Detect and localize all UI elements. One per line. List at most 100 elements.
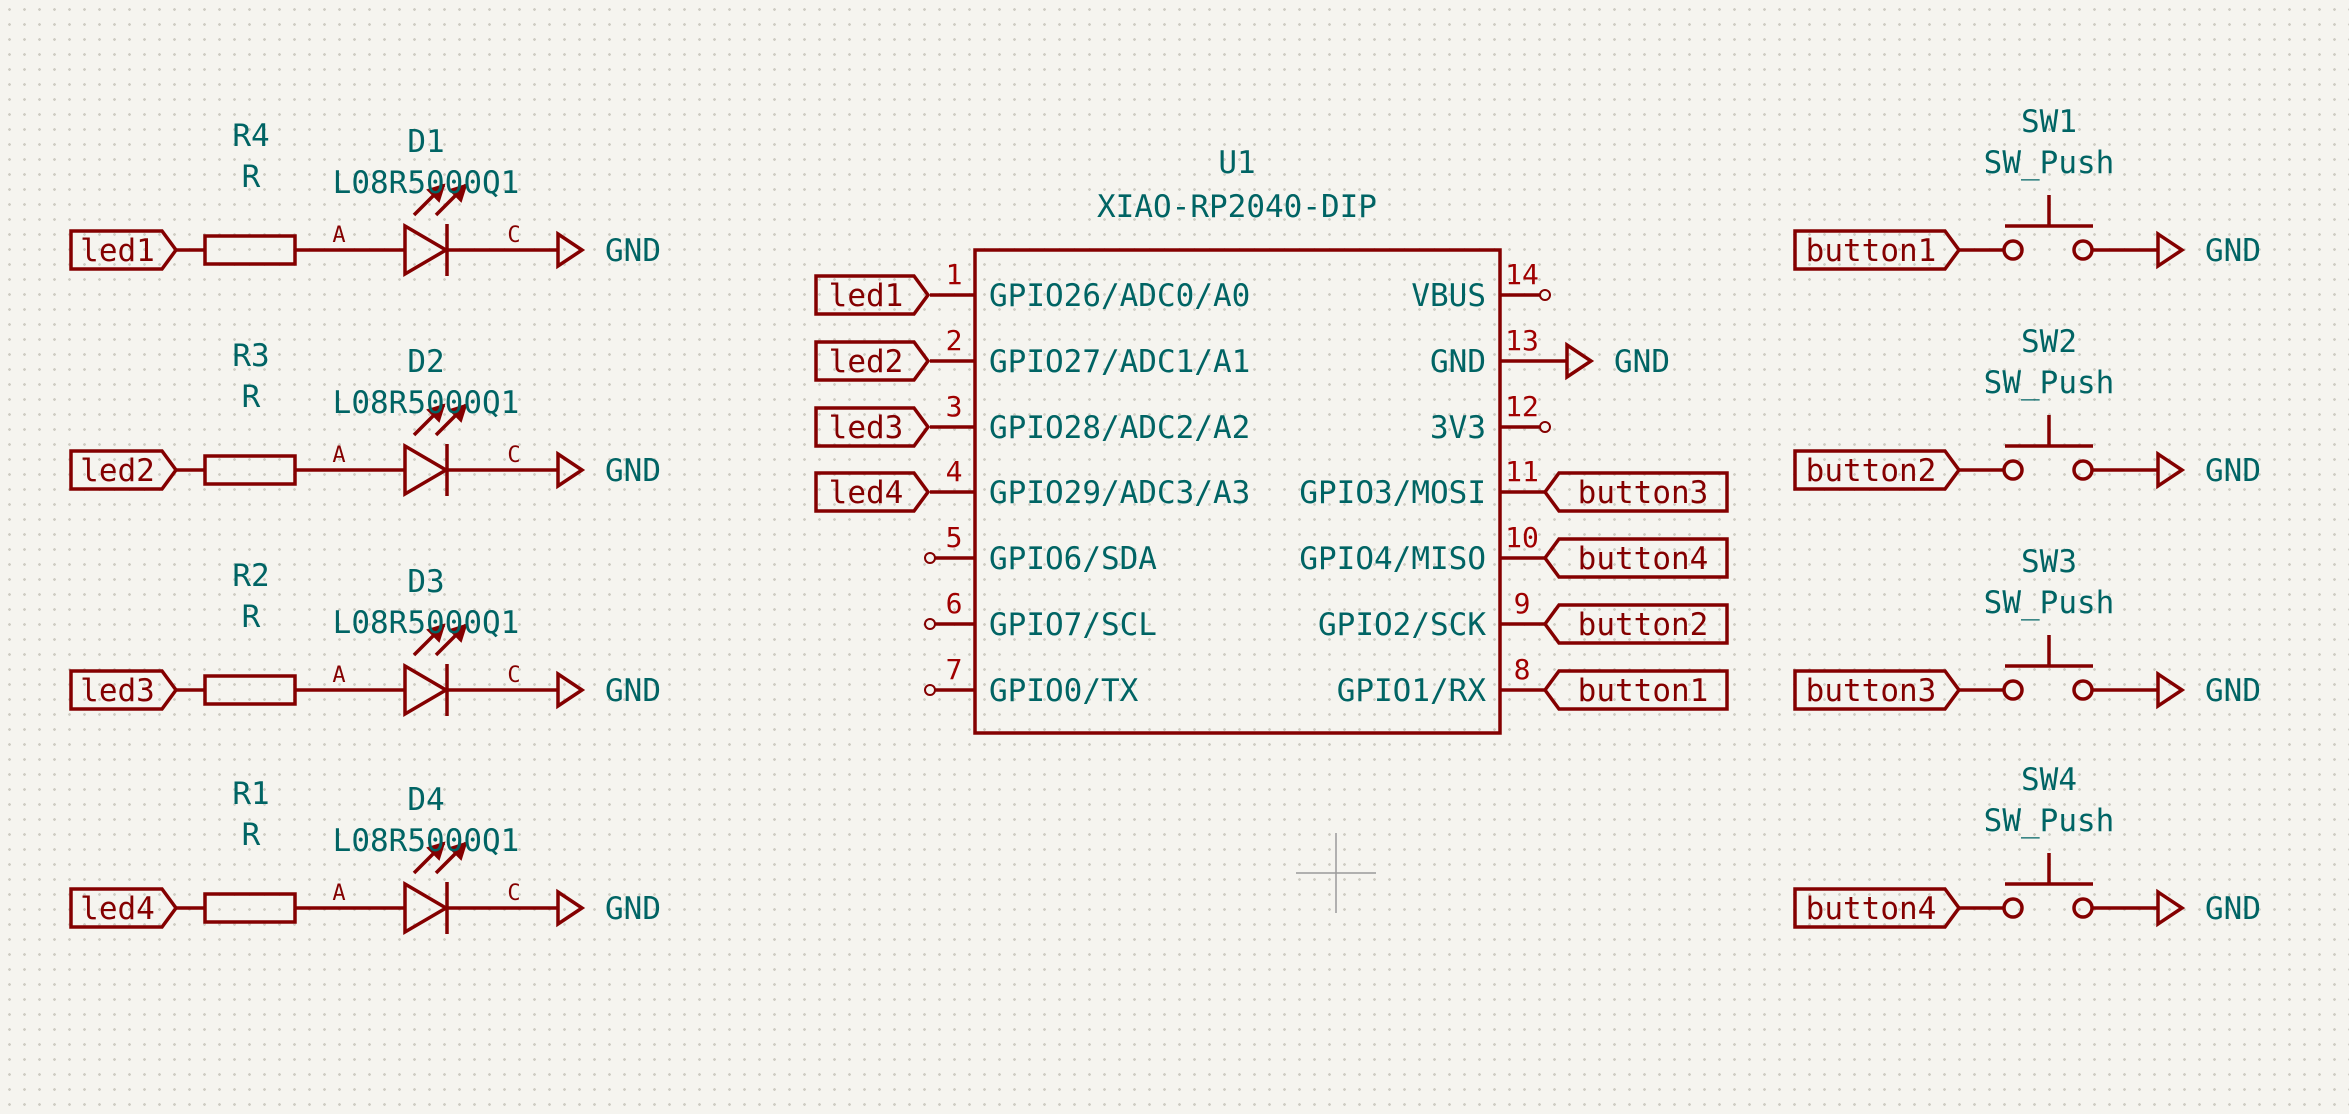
mcu-u1[interactable]: U1XIAO-RP2040-DIP1GPIO26/ADC0/A0led12GPI… <box>814 145 1729 735</box>
mcu-net-label[interactable]: button4 <box>1542 537 1729 579</box>
gnd-triangle <box>556 450 586 490</box>
unconnected-pin <box>1539 289 1551 301</box>
switch-value: SW_Push <box>1984 145 2115 181</box>
switch-contact-left <box>2002 679 2024 701</box>
power-net-name: GND <box>2205 453 2261 489</box>
net-label-text: led4 <box>80 891 155 927</box>
net-label-text: led1 <box>80 233 155 269</box>
light-ray-head <box>426 183 446 203</box>
gnd-power-symbol[interactable]: GND <box>556 450 661 490</box>
diode-value: L08R5000Q1 <box>333 385 520 421</box>
gnd-power-symbol[interactable]: GND <box>2156 230 2261 270</box>
mcu-net-label[interactable]: button1 <box>1542 669 1729 711</box>
led-net-label[interactable]: led1 <box>69 229 179 271</box>
mcu-net-label[interactable]: button2 <box>1542 603 1729 645</box>
resistor-value: R <box>242 599 261 635</box>
gnd-power-symbol[interactable]: GND <box>2156 888 2261 928</box>
gnd-power-symbol[interactable]: GND <box>2156 450 2261 490</box>
mcu-net-label[interactable]: led4 <box>814 471 931 513</box>
diode-triangle <box>403 442 450 498</box>
global-label-outline <box>1793 449 1962 491</box>
pin-number: 2 <box>946 324 963 357</box>
light-ray-head <box>426 403 446 423</box>
mcu-net-label[interactable]: led2 <box>814 340 931 382</box>
gnd-triangle <box>2156 230 2186 270</box>
light-ray-head <box>426 841 446 861</box>
resistor-r4[interactable]: R4R <box>203 118 297 266</box>
switch-net-label[interactable]: button3 <box>1793 669 1962 711</box>
global-label-outline <box>1793 669 1962 711</box>
cathode-pin-label: C <box>507 443 520 468</box>
resistor-reference: R1 <box>232 776 269 812</box>
switch-net-label[interactable]: button1 <box>1793 229 1962 271</box>
pin-number: 9 <box>1514 587 1531 620</box>
pin-name: GPIO27/ADC1/A1 <box>989 344 1250 380</box>
led-net-label[interactable]: led3 <box>69 669 179 711</box>
pin-name: GPIO28/ADC2/A2 <box>989 410 1250 446</box>
net-label-text: led3 <box>829 410 904 446</box>
pin-name: GPIO1/RX <box>1337 673 1487 709</box>
resistor-r2[interactable]: R2R <box>203 558 297 706</box>
pin-name: GPIO6/SDA <box>989 541 1157 577</box>
switch-reference: SW4 <box>2021 762 2077 798</box>
mcu-net-label[interactable]: button3 <box>1542 471 1729 513</box>
switch-net-label[interactable]: button2 <box>1793 449 1962 491</box>
resistor-r3[interactable]: R3R <box>203 338 297 486</box>
resistor-r1[interactable]: R1R <box>203 776 297 924</box>
gnd-power-symbol[interactable]: GND <box>556 670 661 710</box>
gnd-power-symbol[interactable]: GND <box>1565 341 1670 381</box>
anode-pin-label: A <box>332 223 345 248</box>
gnd-power-symbol[interactable]: GND <box>556 230 661 270</box>
switch-contact-right <box>2072 679 2094 701</box>
gnd-power-symbol[interactable]: GND <box>2156 670 2261 710</box>
mcu-net-label[interactable]: led3 <box>814 406 931 448</box>
mcu-net-label[interactable]: led1 <box>814 274 931 316</box>
gnd-triangle <box>2156 670 2186 710</box>
led-net-label[interactable]: led2 <box>69 449 179 491</box>
gnd-power-symbol[interactable]: GND <box>556 888 661 928</box>
diode-triangle <box>403 880 450 936</box>
anode-pin-label: A <box>332 443 345 468</box>
power-net-name: GND <box>605 891 661 927</box>
switch-net-label[interactable]: button4 <box>1793 887 1962 929</box>
global-label-outline <box>69 449 179 491</box>
pin-number: 5 <box>946 521 963 554</box>
light-ray-head <box>448 183 468 203</box>
cathode-pin-label: C <box>507 663 520 688</box>
diode-value: L08R5000Q1 <box>333 823 520 859</box>
pin-name: 3V3 <box>1430 410 1486 446</box>
gnd-triangle <box>1565 341 1595 381</box>
switch-reference: SW1 <box>2021 104 2077 140</box>
pin-name: GPIO29/ADC3/A3 <box>989 475 1250 511</box>
resistor-reference: R2 <box>232 558 269 594</box>
led-net-label[interactable]: led4 <box>69 887 179 929</box>
pin-name: GPIO2/SCK <box>1318 607 1486 643</box>
